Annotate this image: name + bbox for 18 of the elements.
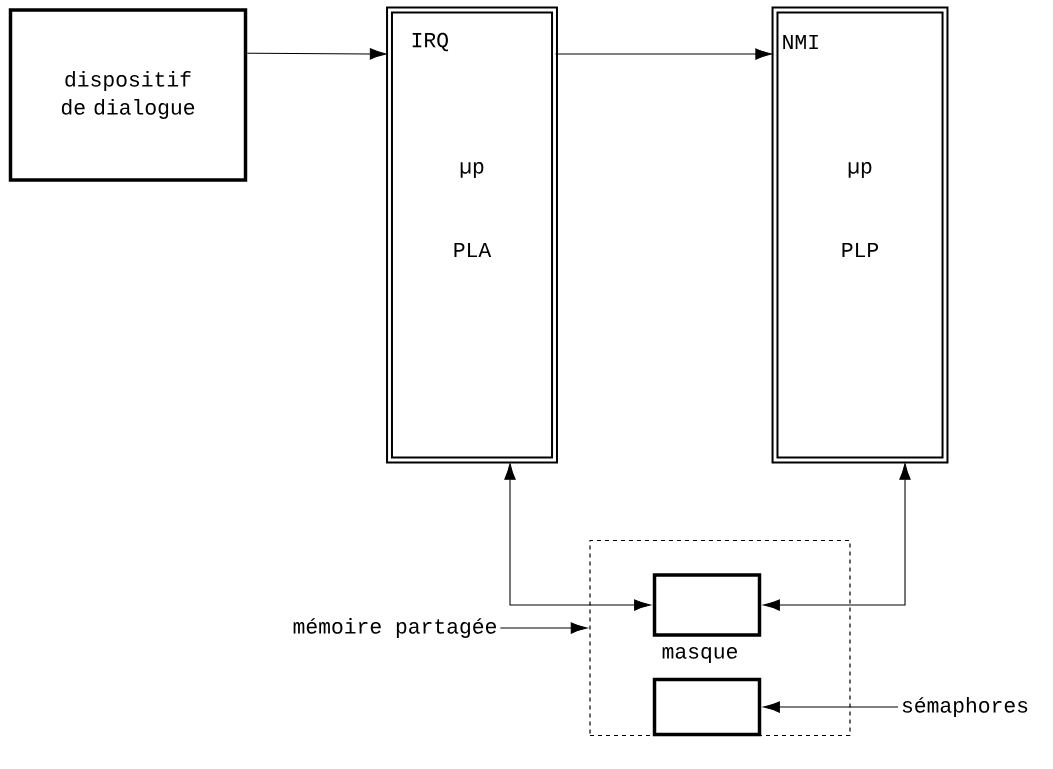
register-box xyxy=(652,677,762,737)
box-label: µp xyxy=(460,162,484,178)
box-label: PLA xyxy=(454,243,492,258)
callout-text: mémoire partagée xyxy=(293,618,496,638)
arrow xyxy=(763,463,911,611)
register-box xyxy=(652,573,762,637)
arrow xyxy=(504,463,651,611)
box-label: PLP xyxy=(842,243,879,258)
box-label: µp xyxy=(848,162,872,178)
arrow xyxy=(554,48,772,60)
arrow xyxy=(763,701,899,713)
port-label: IRQ xyxy=(412,32,449,52)
box-label: masque xyxy=(662,647,737,663)
port-label: NMI xyxy=(783,35,818,50)
arrow xyxy=(499,622,588,634)
arrow xyxy=(246,48,387,60)
callout-text: sémaphores xyxy=(902,697,1028,717)
device-box: dispositif de dialogue xyxy=(8,8,248,182)
